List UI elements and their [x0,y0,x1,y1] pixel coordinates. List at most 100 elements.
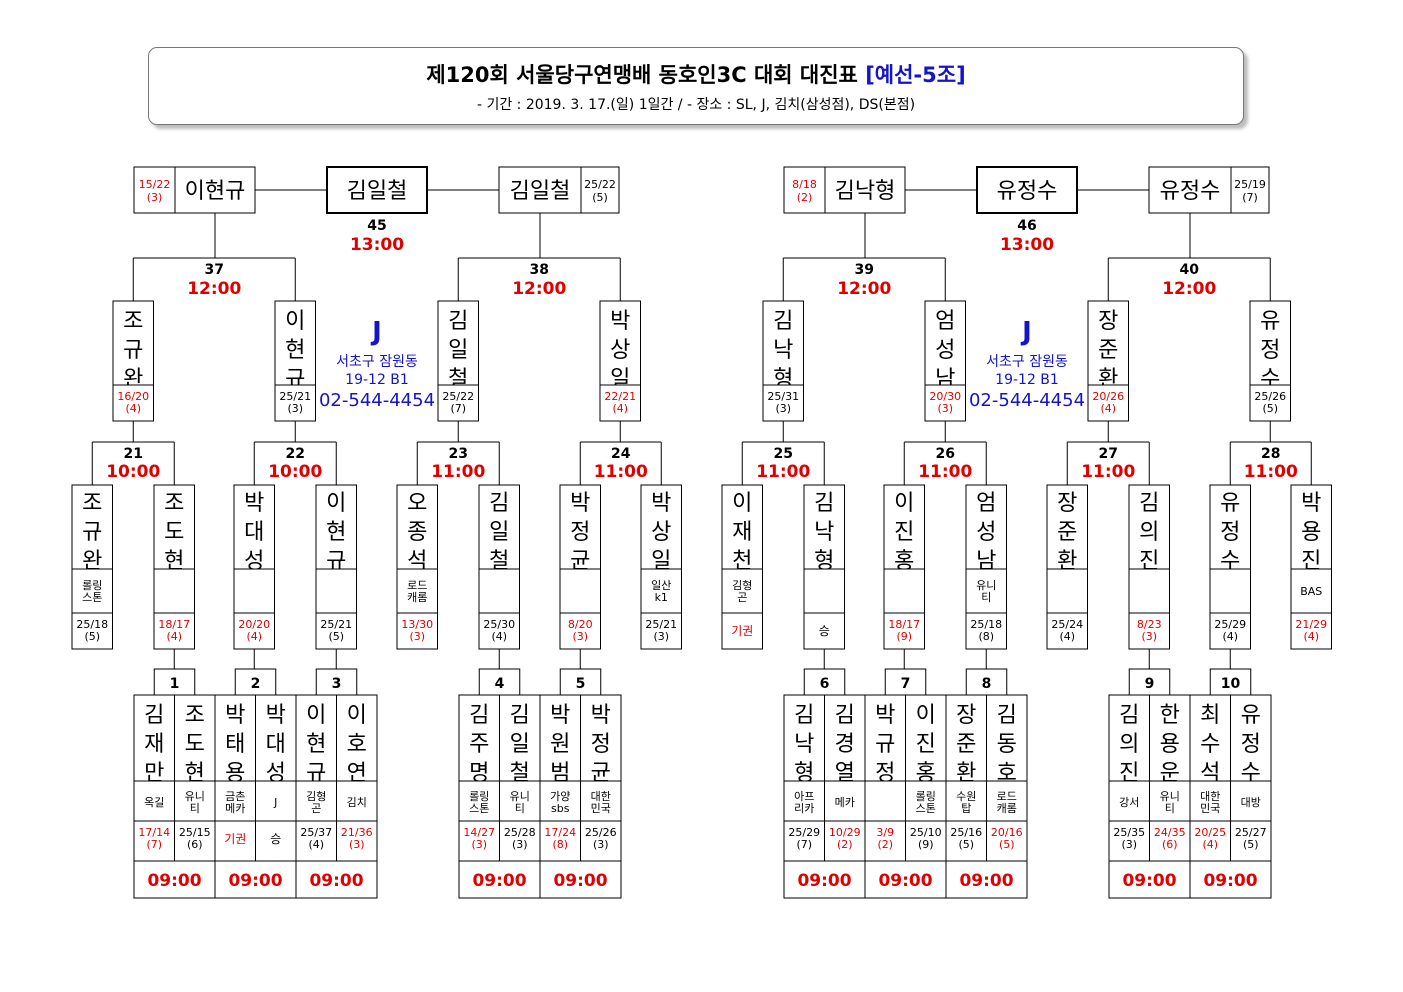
match-time-cell [539,860,622,899]
score-cell [1230,820,1272,862]
player-name-cell [1230,694,1272,782]
match-score: 15/22 [139,178,171,191]
player-name-cell [478,484,520,570]
winner-name: 김일철 [347,179,408,204]
score-cell [274,384,316,422]
match-number: 28 [1261,446,1280,462]
player-rank: (8) [978,630,994,643]
match-score: 25/29 [788,826,820,839]
match-number: 23 [449,446,468,462]
match-time-cell [1189,860,1272,899]
match-number: 45 [367,218,386,234]
club-cell [174,780,216,822]
player-rank: (3) [147,191,163,204]
score-cell [336,820,378,862]
player-name-cell [295,694,337,782]
player-name-cell [559,484,601,570]
match-time: 12:00 [837,279,891,299]
club-cell [883,568,925,614]
club-cell [721,568,763,614]
match-score: 25/29 [1214,618,1246,631]
event-info: - 기간 : 2019. 3. 17.(일) 1일간 / - 장소 : SL, … [476,97,916,113]
score-cell [640,612,682,650]
club-cell [214,780,256,822]
score-cell [783,820,825,862]
match-score: 17/14 [138,826,170,839]
player-rank: (5) [1243,838,1259,851]
player-rank: (3) [349,838,365,851]
player-rank: (3) [937,402,953,415]
match-score: 13/30 [401,618,433,631]
match-score: 25/10 [910,826,942,839]
match-score: 25/37 [300,826,332,839]
match-score: 25/35 [1113,826,1145,839]
player-rank: (5) [958,838,974,851]
player-rank: (3) [1141,630,1157,643]
score-cell [580,166,620,214]
match-score: 25/19 [1234,178,1266,191]
player-name-cell [1046,484,1088,570]
match-time: 09:00 [959,871,1013,891]
match-number-box [234,668,277,696]
match-score: 3/9 [876,826,894,839]
score-cell [580,820,622,862]
player-name-cell [71,484,113,570]
score-cell [1290,612,1332,650]
player-name: 김낙형 [835,179,896,204]
match-time: 09:00 [1122,871,1176,891]
match-number: 38 [530,262,549,278]
player-rank: (5) [84,630,100,643]
match-score: 14/27 [463,826,495,839]
club-cell [945,780,987,822]
score-cell [905,820,947,862]
match-number: 22 [286,446,305,462]
player-club: 옥길 [144,796,164,809]
match-number-box [965,668,1008,696]
player-rank: (9) [918,838,934,851]
match-number: 10 [1221,676,1241,692]
winner-box [976,166,1078,214]
match-score: 20/30 [929,390,961,403]
player-name-cell [1290,484,1332,570]
score-cell [783,166,826,214]
player-rank: (5) [328,630,344,643]
player-name-cell [824,694,866,782]
player-rank: (4) [166,630,182,643]
match-score: 25/21 [645,618,677,631]
score-cell [1108,820,1150,862]
player-rank: (4) [1222,630,1238,643]
match-time-cell [945,860,1028,899]
match-score: 20/26 [1092,390,1124,403]
player-rank: (7) [796,838,812,851]
player-rank: (3) [1121,838,1137,851]
venue-name: J [370,317,382,347]
club-cell [1189,780,1231,822]
match-score: 25/21 [279,390,311,403]
match-score: 8/23 [1137,618,1162,631]
match-number-box [478,668,521,696]
player-rank: (4) [1303,630,1319,643]
match-score: 25/27 [1235,826,1267,839]
match-score: 20/16 [991,826,1023,839]
player-name-cell [640,484,682,570]
player-rank: (3) [572,630,588,643]
match-number: 25 [774,446,793,462]
match-time: 11:00 [594,462,648,482]
player-name-cell [396,484,438,570]
player-name-cell [133,694,175,782]
player-name-cell [762,300,804,386]
club-cell [153,568,195,614]
match-score: 25/31 [767,390,799,403]
